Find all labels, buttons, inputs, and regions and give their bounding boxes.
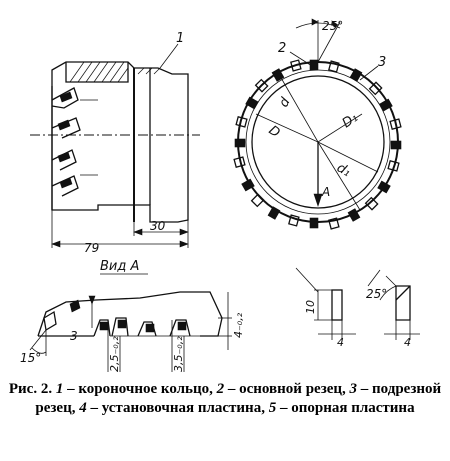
caption-num-5: 5 xyxy=(268,400,277,416)
caption-text-2: – основной резец, xyxy=(224,381,350,397)
drill-crown-drawing: 1 79 30 xyxy=(20,18,420,372)
dim-3-5: 3,5₋₀,₂ xyxy=(172,336,185,372)
section-hatch xyxy=(69,61,161,83)
cutter-teeth xyxy=(51,87,98,197)
angle-15: 15° xyxy=(20,351,41,365)
side-section-view: 1 79 30 xyxy=(30,31,200,255)
diameter-d1-label: d₁ xyxy=(334,160,353,180)
dim-ring-length: 30 xyxy=(150,219,166,233)
angle-25-top: 25° xyxy=(322,19,343,33)
dim-4-plate: 4 xyxy=(337,336,344,349)
plate-5-detail: 25° 4 xyxy=(366,269,420,349)
dim-3: 3 xyxy=(70,329,78,343)
dim-total-length: 79 xyxy=(84,241,99,255)
caption-num-3: 3 xyxy=(349,381,358,397)
dim-4-0-2: 4₋₀,₂ xyxy=(232,312,245,338)
view-arrow-A: A xyxy=(321,185,330,199)
caption-num-4: 4 xyxy=(79,400,87,416)
caption-num-1: 1 xyxy=(55,381,64,397)
part-label-1: 1 xyxy=(176,31,184,46)
caption-num-2: 2 xyxy=(216,381,225,397)
figure-caption: Рис. 2. 1 – короночное кольцо, 2 – основ… xyxy=(8,380,442,418)
dim-4-support: 4 xyxy=(404,336,411,349)
caption-prefix: Рис. 2. xyxy=(8,381,53,397)
part-label-3: 3 xyxy=(378,55,386,70)
part-label-2: 2 xyxy=(278,41,286,56)
caption-text-5: – опорная пластина xyxy=(276,400,415,416)
caption-text-1: – короночное кольцо, xyxy=(63,381,217,397)
diameter-d-label: d xyxy=(276,95,293,110)
caption-text-4: – установочная пластина, xyxy=(86,400,269,416)
plate-4-detail: 10 4 xyxy=(295,267,356,349)
diameter-D1-label: D₁ xyxy=(340,110,361,131)
caption-text-3: – подрезной резец, xyxy=(35,381,442,416)
dim-2-5: 2,5₋₀,₂ xyxy=(108,336,121,372)
dim-10: 10 xyxy=(304,300,317,314)
view-a-detail: 3 15° 2,5₋₀,₂ 3,5₋₀,₂ 4₋₀,₂ xyxy=(20,291,245,372)
diameter-D-label: D xyxy=(266,123,283,141)
angle-25-plate: 25° xyxy=(366,287,387,301)
front-end-view: A d D D₁ d₁ 25° 2 3 xyxy=(233,18,402,230)
view-a-title: Вид А xyxy=(100,259,139,274)
